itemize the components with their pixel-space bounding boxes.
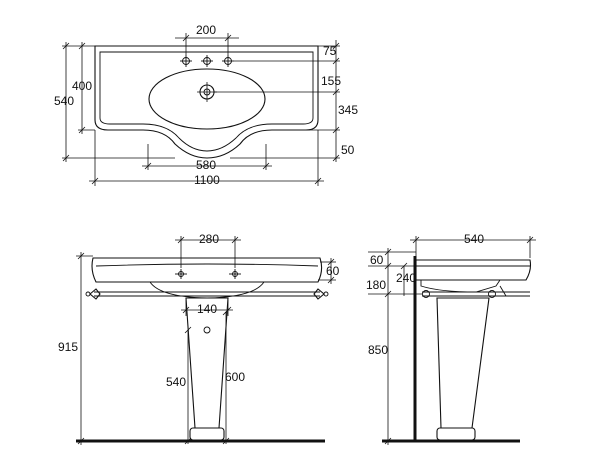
tap-left-icon [180, 55, 192, 67]
dim-side-overall-depth: 540 [464, 232, 484, 246]
dim-front-rim-thickness: 60 [326, 264, 340, 278]
side-view: 540 60 180 850 240 [366, 232, 536, 445]
dim-overall-width: 1100 [194, 173, 220, 187]
dim-depth-back: 75 [323, 44, 337, 58]
side-basin-body [415, 259, 532, 281]
side-towel-rail [422, 285, 530, 298]
front-pedestal-hole [203, 326, 211, 334]
bowl-oval [148, 68, 266, 130]
front-tap-left-icon [175, 269, 187, 279]
front-pedestal-base [189, 427, 225, 441]
dim-front-projection: 50 [341, 143, 355, 157]
side-pedestal [436, 297, 490, 429]
tap-center-icon [201, 55, 213, 67]
dim-overall-depth: 540 [54, 94, 74, 108]
dim-side-rail-height: 180 [366, 278, 386, 292]
dim-front-pedestal-height-inner: 540 [166, 375, 186, 389]
dim-front-pedestal-height-outer: 600 [225, 370, 245, 384]
tap-right-icon [222, 55, 234, 67]
dim-side-basin-height: 850 [368, 343, 388, 357]
front-pedestal [185, 297, 229, 429]
dim-depth-tap-to-drain: 155 [321, 74, 341, 88]
basin-top-rim [99, 51, 314, 152]
front-towel-rail [85, 288, 329, 300]
dim-front-tap-spacing: 280 [199, 232, 219, 246]
dim-bowl-width: 580 [196, 158, 216, 172]
side-pedestal-base [436, 427, 476, 441]
basin-top-outline [94, 45, 319, 159]
dim-tap-spacing: 200 [196, 23, 216, 37]
front-basin-body [91, 257, 323, 283]
dim-side-rim-thickness: 60 [370, 253, 384, 267]
front-tap-right-icon [229, 269, 241, 279]
dim-side-rail-offset: 240 [396, 271, 416, 285]
top-view: 200 75 155 345 50 540 400 580 [54, 23, 358, 187]
dim-front-overall-height: 915 [58, 340, 78, 354]
dim-depth-to-front-curve: 400 [72, 79, 92, 93]
dim-depth-drain-to-front: 345 [338, 103, 358, 117]
front-view: 280 60 140 915 540 600 [58, 232, 340, 445]
dim-front-pedestal-width: 140 [197, 302, 217, 316]
